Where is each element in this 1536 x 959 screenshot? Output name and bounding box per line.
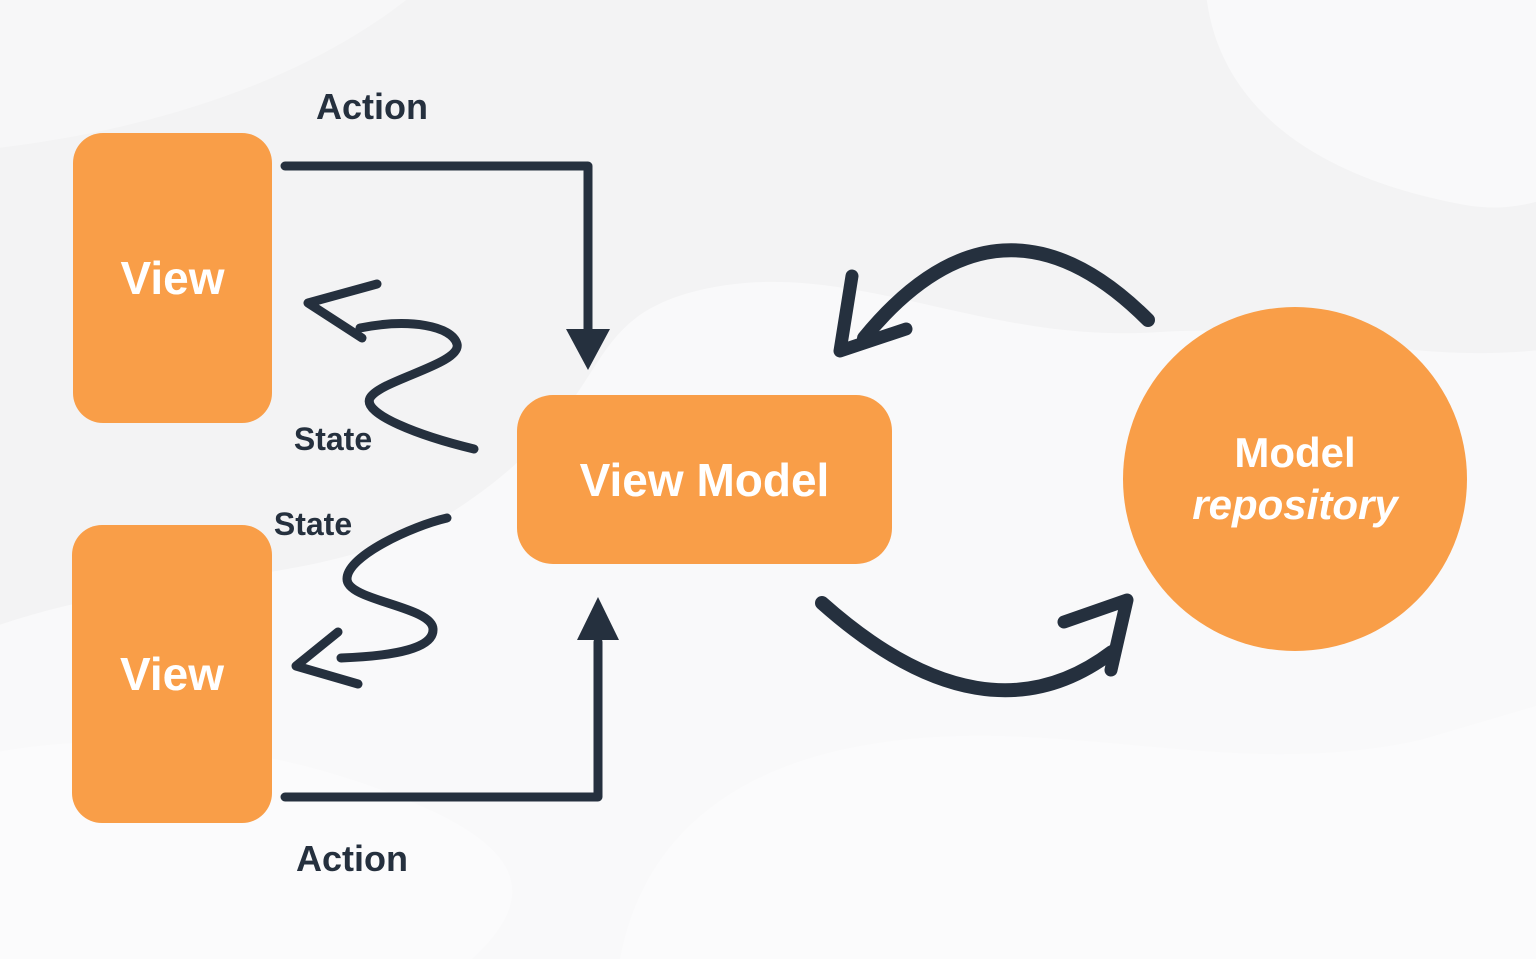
action-label-bottom: Action — [296, 838, 408, 879]
node-view-bottom-label: View — [120, 648, 224, 700]
state-label-bottom: State — [273, 506, 353, 542]
node-view-top-label: View — [120, 252, 225, 304]
action-arrow-bottom-icon — [280, 597, 619, 802]
node-view-model-label: View Model — [579, 453, 830, 506]
model-repository-label-line2: repository — [1192, 481, 1398, 528]
action-arrow-top-icon — [280, 161, 610, 370]
model-repository-label-line1: Model — [1234, 428, 1356, 476]
sync-curved-arrow-top-icon — [833, 243, 1155, 358]
sync-curved-arrow-bottom-icon — [815, 593, 1134, 698]
node-view-model: View Model — [517, 395, 892, 564]
node-view-bottom: View — [72, 525, 272, 823]
action-label-top: Action — [316, 86, 428, 127]
state-label-top: State — [293, 421, 373, 457]
node-view-top: View — [73, 133, 272, 423]
node-model-repository: Model repository — [1123, 307, 1467, 651]
